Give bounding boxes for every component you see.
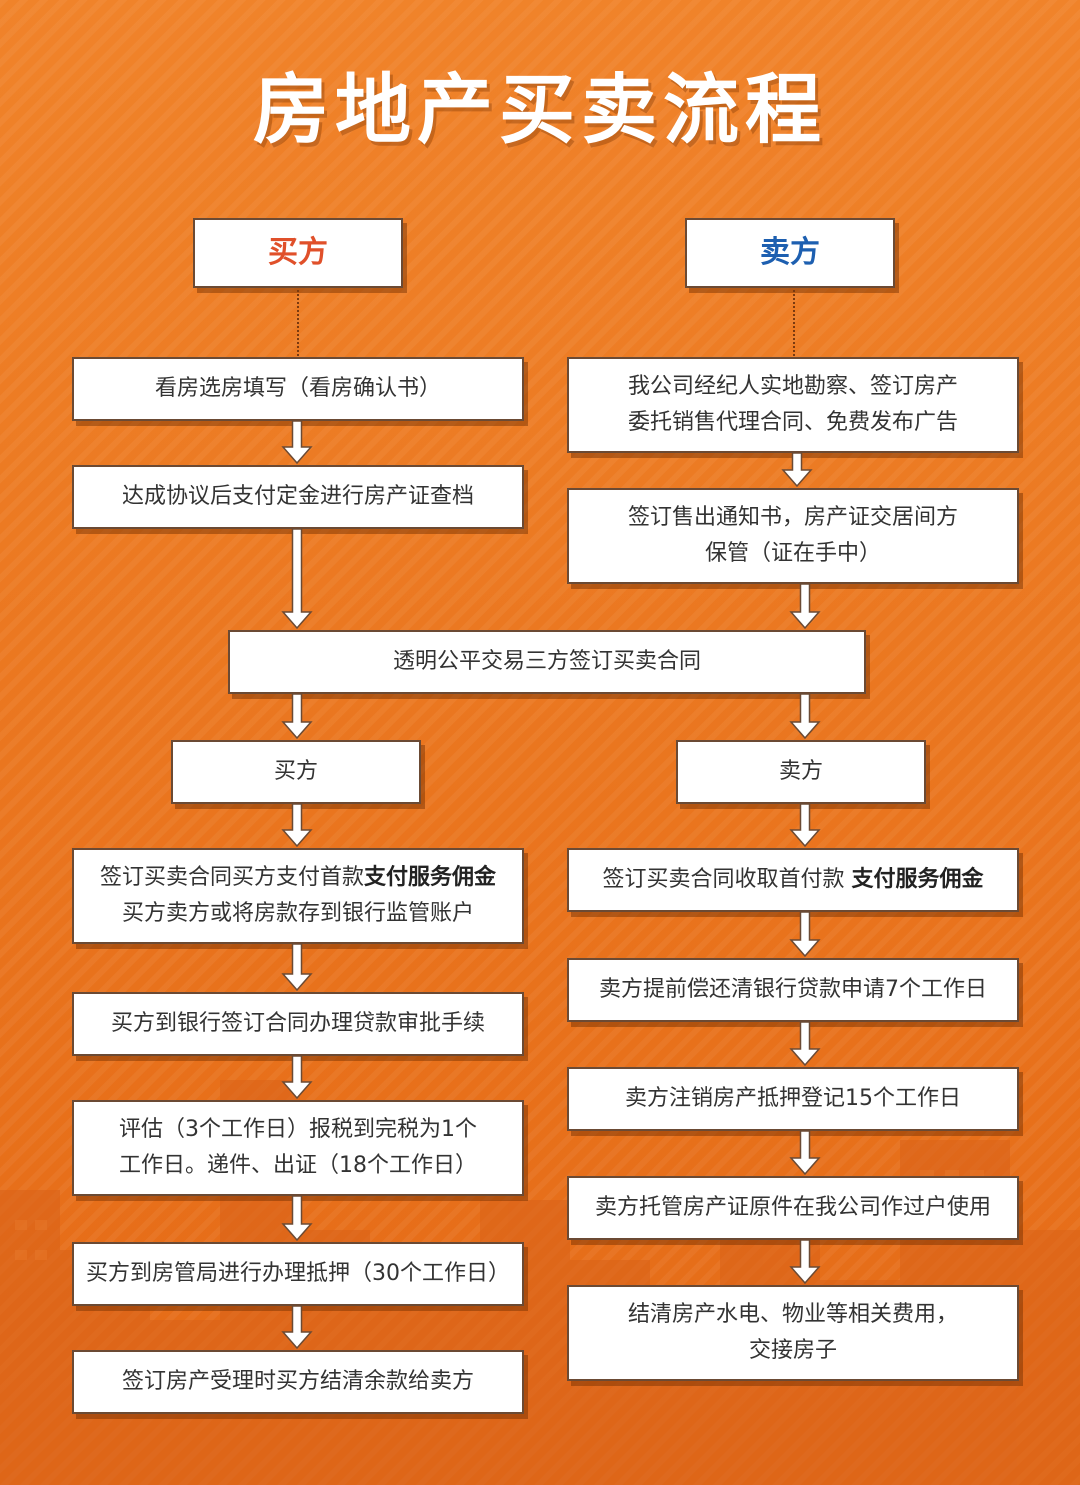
seller-step-cancel-mortgage-text: 卖方注销房产抵押登记15个工作日 <box>625 1086 961 1111</box>
down-arrow-icon <box>281 1195 313 1242</box>
down-arrow-icon <box>789 911 821 958</box>
down-arrow-icon <box>781 452 813 488</box>
buyer-step-view-house: 看房选房填写（看房确认书） <box>72 357 524 421</box>
down-arrow-icon <box>789 1239 821 1285</box>
seller-commission-emphasis: 支付服务佣金 <box>851 867 984 892</box>
buyer-subheader: 买方 <box>171 740 421 804</box>
seller-step-deed-custody-text: 卖方托管房产证原件在我公司作过户使用 <box>594 1195 991 1220</box>
buyer-step-appraisal-line1: 评估（3个工作日）报税到完税为1个 <box>119 1117 477 1142</box>
seller-step-notice-line2: 保管（证在手中） <box>704 541 881 566</box>
seller-step-handover-line1: 结清房产水电、物业等相关费用， <box>627 1302 958 1327</box>
buyer-step-final-payment-text: 签订房产受理时买方结清余款给卖方 <box>121 1369 474 1394</box>
down-arrow-icon <box>281 943 313 992</box>
joint-contract-step: 透明公平交易三方签订买卖合同 <box>228 630 866 694</box>
buyer-subheader-text: 买方 <box>273 759 318 784</box>
buyer-step-view-house-text: 看房选房填写（看房确认书） <box>154 376 441 401</box>
buyer-commission-emphasis: 支付服务佣金 <box>364 865 497 890</box>
buyer-step-loan: 买方到银行签订合同办理贷款审批手续 <box>72 992 524 1056</box>
seller-step-deed-custody: 卖方托管房产证原件在我公司作过户使用 <box>567 1176 1019 1240</box>
seller-step-repay-loan-text: 卖方提前偿还清银行贷款申请7个工作日 <box>599 977 987 1002</box>
down-arrow-icon <box>281 803 313 848</box>
buyer-step-down-payment: 签订买卖合同买方支付首款支付服务佣金 买方卖方或将房款存到银行监管账户 <box>72 848 524 944</box>
buyer-step-mortgage: 买方到房管局进行办理抵押（30个工作日） <box>72 1242 524 1306</box>
down-arrow-icon <box>281 1305 313 1350</box>
seller-step-notice: 签订售出通知书，房产证交居间方 保管（证在手中） <box>567 488 1019 584</box>
seller-subheader: 卖方 <box>676 740 926 804</box>
buyer-step-appraisal-line2: 工作日。递件、出证（18个工作日） <box>119 1153 477 1178</box>
seller-step-survey-line2: 委托销售代理合同、免费发布广告 <box>627 410 958 435</box>
down-arrow-icon <box>281 420 313 465</box>
seller-header: 卖方 <box>685 218 895 288</box>
seller-step-survey-line1: 我公司经纪人实地勘察、签订房产 <box>627 374 958 399</box>
buyer-step-final-payment: 签订房产受理时买方结清余款给卖方 <box>72 1350 524 1414</box>
seller-step-receive-payment: 签订买卖合同收取首付款 支付服务佣金 <box>567 848 1019 912</box>
buyer-step-down-payment-line2: 买方卖方或将房款存到银行监管账户 <box>121 901 474 926</box>
buyer-step-loan-text: 买方到银行签订合同办理贷款审批手续 <box>110 1011 485 1036</box>
buyer-step-down-payment-line1: 签订买卖合同买方支付首款支付服务佣金 <box>99 865 497 890</box>
buyer-step-appraisal: 评估（3个工作日）报税到完税为1个 工作日。递件、出证（18个工作日） <box>72 1100 524 1196</box>
down-arrow-icon <box>281 693 313 740</box>
buyer-dotted-connector <box>297 290 299 356</box>
seller-step-survey: 我公司经纪人实地勘察、签订房产 委托销售代理合同、免费发布广告 <box>567 357 1019 453</box>
seller-step-handover-line2: 交接房子 <box>748 1338 837 1363</box>
seller-dotted-connector <box>793 290 795 356</box>
seller-step-receive-payment-text: 签订买卖合同收取首付款 支付服务佣金 <box>602 867 984 892</box>
seller-step-handover: 结清房产水电、物业等相关费用， 交接房子 <box>567 1285 1019 1381</box>
down-arrow-icon <box>789 1130 821 1176</box>
down-arrow-icon <box>789 1021 821 1067</box>
buyer-step-deposit: 达成协议后支付定金进行房产证查档 <box>72 465 524 529</box>
seller-subheader-text: 卖方 <box>778 759 823 784</box>
seller-step-repay-loan: 卖方提前偿还清银行贷款申请7个工作日 <box>567 958 1019 1022</box>
down-arrow-icon <box>281 528 313 630</box>
buyer-header: 买方 <box>193 218 403 288</box>
buyer-step-deposit-text: 达成协议后支付定金进行房产证查档 <box>121 484 474 509</box>
page-title: 房地产买卖流程 <box>253 65 827 154</box>
buyer-step-mortgage-text: 买方到房管局进行办理抵押（30个工作日） <box>86 1261 510 1286</box>
down-arrow-icon <box>281 1055 313 1100</box>
down-arrow-icon <box>789 693 821 740</box>
seller-step-cancel-mortgage: 卖方注销房产抵押登记15个工作日 <box>567 1067 1019 1131</box>
down-arrow-icon <box>789 803 821 848</box>
down-arrow-icon <box>789 583 821 630</box>
joint-contract-text: 透明公平交易三方签订买卖合同 <box>392 649 701 674</box>
seller-step-notice-line1: 签订售出通知书，房产证交居间方 <box>627 505 958 530</box>
